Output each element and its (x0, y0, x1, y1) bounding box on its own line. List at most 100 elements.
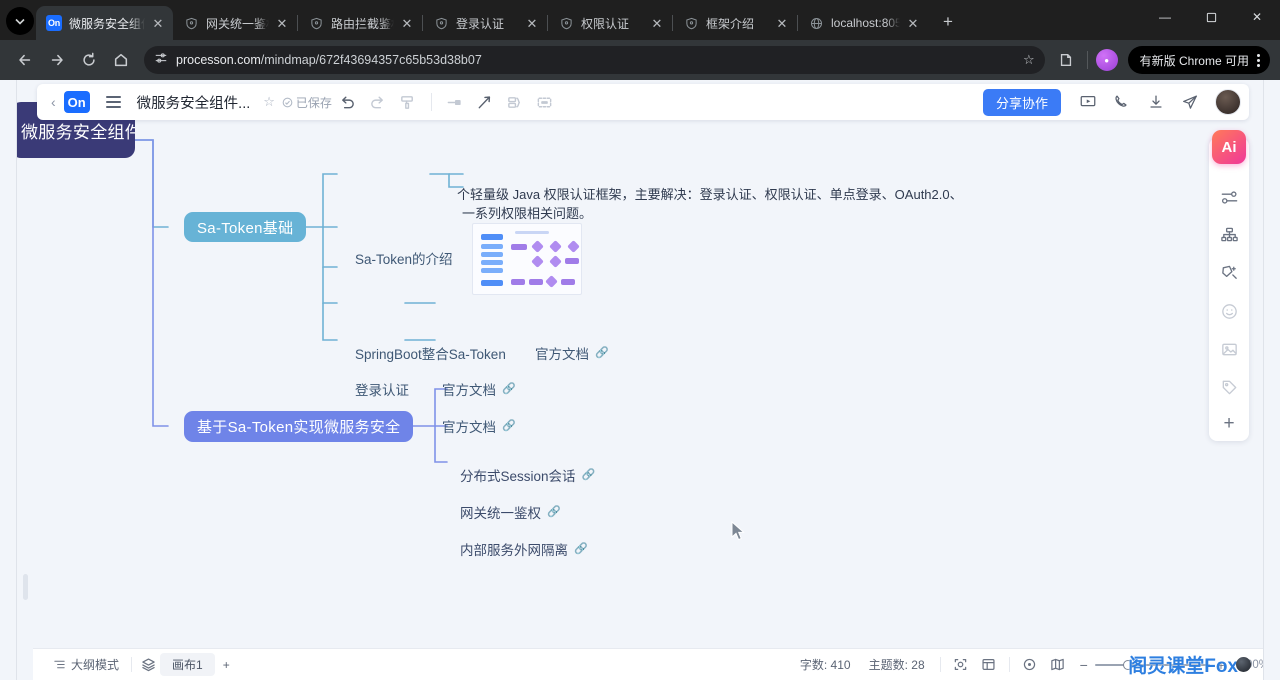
user-avatar[interactable] (1215, 89, 1241, 115)
close-icon[interactable]: ✕ (651, 15, 663, 31)
mindmap-branch-microservice-security[interactable]: 基于Sa-Token实现微服务安全 (184, 411, 414, 442)
download-icon[interactable] (1141, 89, 1171, 115)
hamburger-menu-icon[interactable] (98, 96, 129, 108)
mindmap-embedded-image[interactable] (472, 223, 582, 295)
insert-sibling-node-icon[interactable] (441, 89, 469, 115)
link-icon[interactable]: 🔗 (595, 346, 609, 359)
zoom-control[interactable]: − + (1074, 658, 1231, 672)
zoom-slider[interactable] (1094, 659, 1210, 670)
undo-icon[interactable] (334, 89, 362, 115)
new-tab-button[interactable]: + (943, 12, 953, 31)
mindmap-node-springboot-integration[interactable]: SpringBoot整合Sa-Token (355, 343, 506, 363)
mindmap-node-internal-isolation[interactable]: 内部服务外网隔离 🔗 (460, 539, 588, 559)
url-input[interactable]: processon.com/mindmap/672f43694357c65b53… (144, 46, 1045, 74)
canvas-scroll-handle[interactable] (23, 574, 28, 600)
magic-shape-icon[interactable] (1218, 262, 1240, 284)
close-icon[interactable]: ✕ (401, 15, 413, 31)
mindmap-node-login-auth[interactable]: 登录认证 (355, 379, 409, 399)
style-sliders-icon[interactable] (1218, 186, 1240, 208)
browser-tab-2[interactable]: 网关统一鉴权 ✕ (173, 6, 297, 40)
node-label: Sa-Token的介绍 (355, 252, 453, 267)
screenshot-icon[interactable] (949, 654, 973, 676)
focus-center-icon[interactable] (1018, 654, 1042, 676)
mindmap-node-distributed-session[interactable]: 分布式Session会话 🔗 (460, 465, 595, 485)
mindmap-canvas[interactable]: 微服务安全组件 Sa-Token基础 Sa-Token的介绍 (17, 80, 1263, 680)
close-icon[interactable]: ✕ (776, 15, 788, 31)
share-button[interactable]: 分享协作 (982, 88, 1061, 116)
layers-icon[interactable] (136, 654, 160, 676)
tag-icon[interactable] (1218, 376, 1240, 398)
outline-mode-button[interactable]: 大纲模式 (45, 656, 127, 673)
extensions-icon[interactable] (1053, 47, 1079, 73)
zoom-slider-knob[interactable] (1122, 659, 1133, 670)
app-toolbar: ‹ On 微服务安全组件... ☆ 已保存 (37, 84, 1249, 120)
tab-search-button[interactable] (6, 7, 34, 35)
browser-tab-4[interactable]: 登录认证 ✕ (423, 6, 547, 40)
zoom-in-button[interactable]: + (1216, 656, 1225, 673)
mindmap-node-official-doc-1[interactable]: 官方文档 🔗 (535, 343, 609, 363)
structure-tree-icon[interactable] (1218, 224, 1240, 246)
present-icon[interactable] (1073, 89, 1103, 115)
redo-icon[interactable] (364, 89, 392, 115)
image-icon[interactable] (1218, 338, 1240, 360)
minimize-button[interactable]: — (1159, 10, 1171, 24)
document-title[interactable]: 微服务安全组件... (136, 95, 251, 112)
summary-bracket-icon[interactable] (501, 89, 529, 115)
word-count: 字数: 410 (793, 656, 858, 673)
close-icon[interactable]: ✕ (152, 15, 164, 31)
canvas-tab-1[interactable]: 画布1 (160, 653, 215, 676)
relation-line-icon[interactable] (471, 89, 499, 115)
home-icon[interactable] (106, 45, 136, 75)
tab-title: 网关统一鉴权 (206, 16, 269, 31)
forward-icon[interactable] (42, 45, 72, 75)
browser-tab-3[interactable]: 路由拦截鉴权 ✕ (298, 6, 422, 40)
divider (939, 657, 941, 672)
outline-box-icon[interactable] (531, 89, 559, 115)
profile-avatar[interactable]: ● (1095, 49, 1118, 71)
emoji-icon[interactable] (1218, 300, 1240, 322)
bookmark-star-icon[interactable]: ☆ (1022, 52, 1035, 67)
add-element-button[interactable]: + (1223, 413, 1235, 434)
link-icon[interactable]: 🔗 (581, 468, 596, 481)
back-icon[interactable] (10, 45, 40, 75)
browser-tab-6[interactable]: 框架介绍 ✕ (673, 6, 797, 40)
chrome-update-pill[interactable]: 有新版 Chrome 可用 (1127, 46, 1270, 74)
processon-logo-icon[interactable]: On (63, 91, 90, 113)
mindmap-node-sa-token-intro[interactable]: Sa-Token的介绍 (355, 248, 453, 268)
reload-icon[interactable] (74, 45, 104, 75)
zoom-out-button[interactable]: − (1079, 656, 1088, 673)
save-status: 已保存 (282, 94, 332, 111)
phone-icon[interactable] (1107, 89, 1137, 115)
mindmap-branch-sa-token-basics[interactable]: Sa-Token基础 (184, 212, 307, 242)
link-icon[interactable]: 🔗 (547, 505, 561, 518)
link-icon[interactable]: 🔗 (574, 542, 588, 555)
maximize-button[interactable] (1188, 0, 1234, 34)
back-to-workspace-button[interactable]: ‹ (51, 94, 56, 110)
node-label: SpringBoot整合Sa-Token (355, 347, 506, 362)
tab-divider (797, 15, 798, 31)
mindmap-node-official-doc-2[interactable]: 官方文档 🔗 (442, 379, 516, 399)
mini-map-icon[interactable] (1046, 654, 1070, 676)
ai-assistant-button[interactable]: Ai (1212, 130, 1246, 164)
close-icon[interactable]: ✕ (526, 15, 538, 31)
browser-tab-7[interactable]: localhost:8050/use ✕ (798, 6, 928, 40)
star-icon[interactable]: ☆ (263, 94, 275, 109)
link-icon[interactable]: 🔗 (502, 382, 516, 395)
close-icon[interactable]: ✕ (276, 15, 288, 31)
add-canvas-button[interactable]: + (222, 657, 230, 672)
format-painter-icon[interactable] (394, 89, 422, 115)
window-controls: — ✕ (1142, 0, 1280, 40)
mindmap-note-text[interactable]: 个轻量级 Java 权限认证框架，主要解决：登录认证、权限认证、单点登录、OAu… (457, 185, 1257, 223)
url-text: processon.com/mindmap/672f43694357c65b53… (176, 53, 1015, 67)
mindmap-node-official-doc-3[interactable]: 官方文档 🔗 (442, 416, 516, 436)
send-plane-icon[interactable] (1175, 89, 1205, 115)
close-icon[interactable]: ✕ (907, 15, 919, 31)
layout-icon[interactable] (977, 654, 1001, 676)
close-window-button[interactable]: ✕ (1251, 10, 1263, 24)
link-icon[interactable]: 🔗 (502, 419, 516, 432)
chrome-menu-icon[interactable] (1253, 53, 1264, 67)
mindmap-node-gateway-auth[interactable]: 网关统一鉴权 🔗 (460, 502, 561, 522)
browser-tab-5[interactable]: 权限认证 ✕ (548, 6, 672, 40)
site-settings-icon[interactable] (154, 51, 168, 70)
